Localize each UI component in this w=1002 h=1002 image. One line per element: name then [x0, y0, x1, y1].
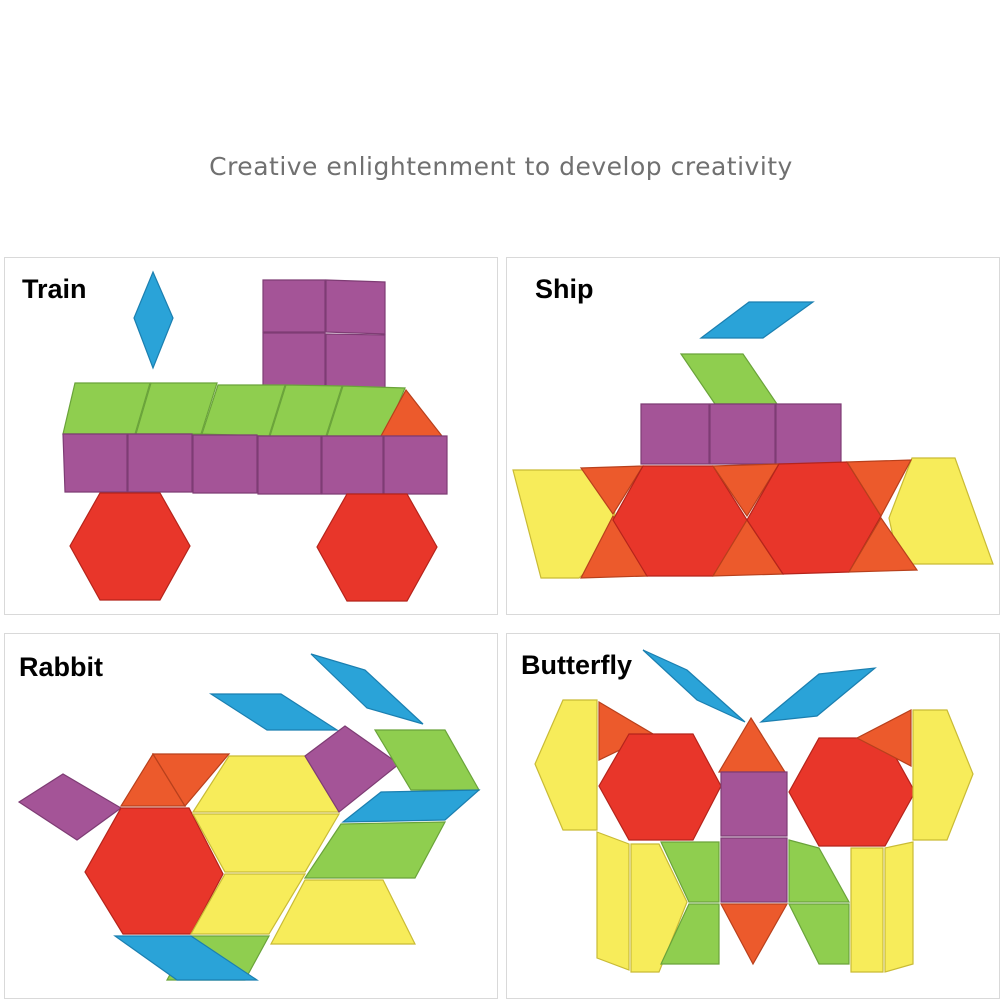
red-hexagon-piece — [598, 733, 722, 841]
train-illustration — [62, 270, 448, 602]
blue-rhombus-piece — [699, 301, 815, 339]
purple-square-piece — [257, 435, 322, 495]
orange-triangle-piece — [845, 459, 913, 518]
panel-ship: Ship — [506, 257, 1000, 615]
yellow-rhombus-piece — [189, 873, 307, 935]
panel-title-train: Train — [22, 274, 87, 304]
green-rhombus-piece — [135, 382, 218, 435]
purple-square-piece — [640, 403, 710, 465]
yellow-trapezoid-piece — [888, 457, 994, 565]
blue-rhombus-piece — [759, 667, 877, 723]
yellow-trapezoid-piece — [534, 699, 598, 831]
orange-triangle-piece — [579, 465, 645, 516]
red-hexagon-piece — [316, 493, 438, 602]
green-rhombus-piece — [679, 353, 779, 405]
yellow-trapezoid-piece — [850, 847, 884, 973]
red-hexagon-piece — [69, 492, 191, 601]
green-rhombus-piece — [660, 841, 720, 903]
purple-square-piece — [62, 433, 128, 493]
purple-square-piece — [127, 433, 193, 493]
orange-triangle-piece — [711, 463, 781, 518]
panel-title-butterfly: Butterfly — [521, 650, 633, 680]
yellow-rhombus-piece — [596, 831, 630, 971]
purple-rhombus-piece — [17, 773, 123, 841]
ship-illustration — [512, 301, 994, 579]
purple-square-piece — [325, 279, 386, 335]
green-rhombus-piece — [62, 382, 151, 435]
yellow-trapezoid-piece — [191, 813, 341, 873]
blue-rhombus-piece — [133, 270, 174, 370]
blue-rhombus-piece — [113, 935, 259, 981]
purple-square-piece — [262, 279, 326, 333]
headline: Creative enlightenment to develop creati… — [209, 152, 793, 181]
green-rhombus-piece — [788, 903, 850, 965]
butterfly-illustration — [534, 649, 974, 973]
yellow-rhombus-piece — [884, 841, 914, 973]
blue-rhombus-piece — [310, 653, 424, 725]
orange-triangle-piece — [847, 516, 919, 573]
panel-title-ship: Ship — [535, 274, 594, 304]
purple-square-piece — [325, 333, 386, 389]
blue-rhombus-piece — [642, 649, 746, 723]
purple-square-piece — [321, 435, 384, 495]
orange-triangle-piece — [717, 716, 787, 773]
blue-rhombus-piece — [208, 693, 340, 731]
orange-triangle-piece — [720, 903, 789, 966]
green-rhombus-piece — [660, 903, 720, 965]
purple-square-piece — [709, 403, 776, 465]
purple-square-piece — [720, 837, 788, 903]
purple-square-piece — [262, 332, 326, 387]
panel-title-rabbit: Rabbit — [19, 652, 103, 682]
panel-rabbit: Rabbit — [4, 633, 498, 999]
purple-square-piece — [775, 403, 842, 465]
purple-square-piece — [383, 435, 448, 495]
green-rhombus-piece — [303, 821, 447, 879]
yellow-trapezoid-piece — [270, 879, 416, 945]
purple-square-piece — [720, 771, 788, 837]
panel-butterfly: Butterfly — [506, 633, 1000, 999]
purple-square-piece — [192, 434, 258, 494]
green-rhombus-piece — [788, 839, 851, 903]
blue-rhombus-piece — [341, 789, 481, 823]
yellow-trapezoid-piece — [912, 709, 974, 841]
orange-triangle-piece — [151, 753, 231, 808]
panel-train: Train — [4, 257, 498, 615]
orange-triangle-piece — [855, 709, 912, 767]
rabbit-illustration — [17, 653, 481, 981]
